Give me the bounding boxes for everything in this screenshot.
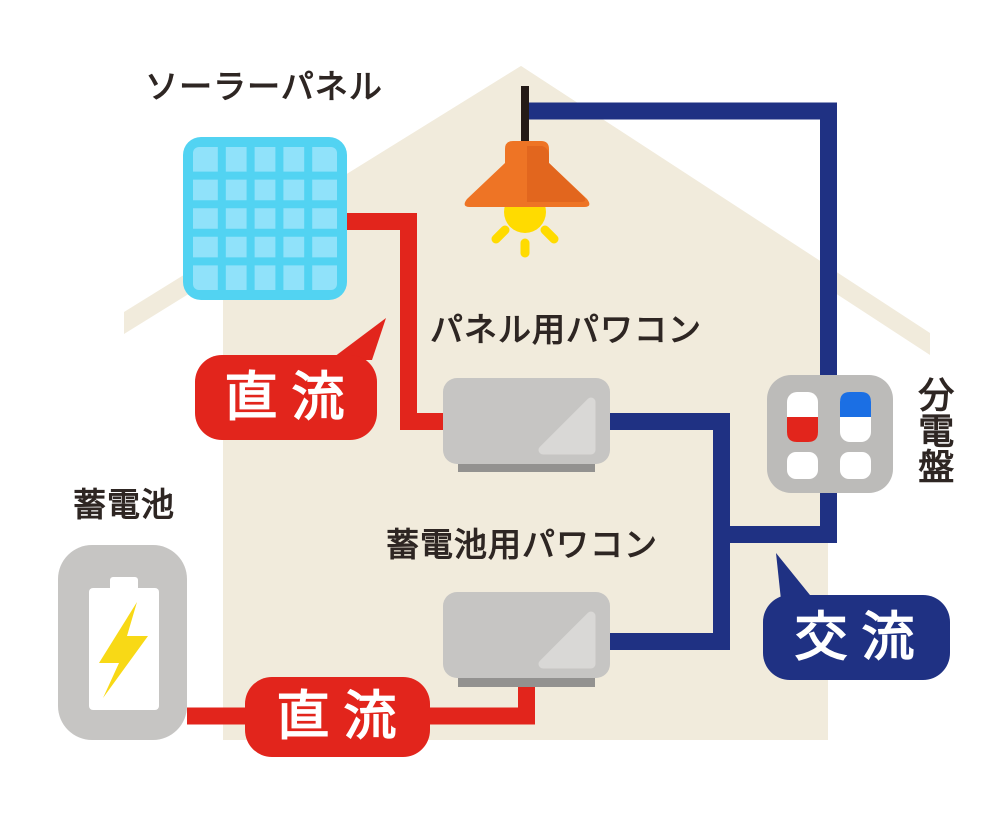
- ac-line-lamp-to-board: [527, 102, 837, 543]
- distribution-board-label: 分電盤: [913, 376, 955, 484]
- solar-panel-icon: [183, 137, 347, 300]
- lightning-bolt-icon: [99, 602, 148, 698]
- bubble-tail: [776, 553, 814, 600]
- bubble-body: [245, 677, 430, 757]
- ac-line-inverters: [610, 413, 730, 650]
- bubble-body: [763, 595, 950, 680]
- bubble-tail: [330, 318, 386, 360]
- dc-bubble-solar: [195, 318, 386, 440]
- battery-inverter-label: 蓄電池用パワコン: [386, 526, 658, 563]
- panel-inverter-label: パネル用パワコン: [430, 311, 702, 348]
- bubble-body: [195, 355, 377, 440]
- inverter-highlight: [538, 397, 596, 455]
- ac-label: 交流: [794, 608, 929, 667]
- pendant-lamp-icon: [464, 86, 590, 258]
- breaker-blue-half: [840, 392, 871, 417]
- distribution-board-icon: [767, 375, 893, 493]
- breaker-plain-switch: [840, 452, 871, 479]
- dc-label-solar: 直流: [224, 368, 359, 427]
- ac-bubble: [763, 553, 950, 680]
- battery-icon: [58, 545, 187, 740]
- lamp-shade-shadow: [527, 146, 586, 202]
- light-rays: [491, 225, 559, 258]
- battery-terminal: [110, 577, 138, 591]
- breaker-red-half: [787, 417, 818, 442]
- dc-bubble-battery: [245, 677, 430, 757]
- dc-label-battery: 直流: [276, 687, 411, 746]
- inverter-highlight: [538, 611, 596, 669]
- dc-line-solar-to-inverter: [347, 213, 445, 430]
- lamp-cord: [521, 86, 529, 156]
- panel-inverter-icon: [443, 378, 610, 472]
- solar-panel-label: ソーラーパネル: [145, 68, 383, 105]
- battery-label: 蓄電池: [73, 486, 175, 523]
- ac-wiring: [527, 102, 837, 650]
- board-body: [767, 375, 893, 493]
- solar-panel-grid: [193, 147, 337, 290]
- battery-inverter-icon: [443, 592, 610, 687]
- breaker-plain-switch: [787, 452, 818, 479]
